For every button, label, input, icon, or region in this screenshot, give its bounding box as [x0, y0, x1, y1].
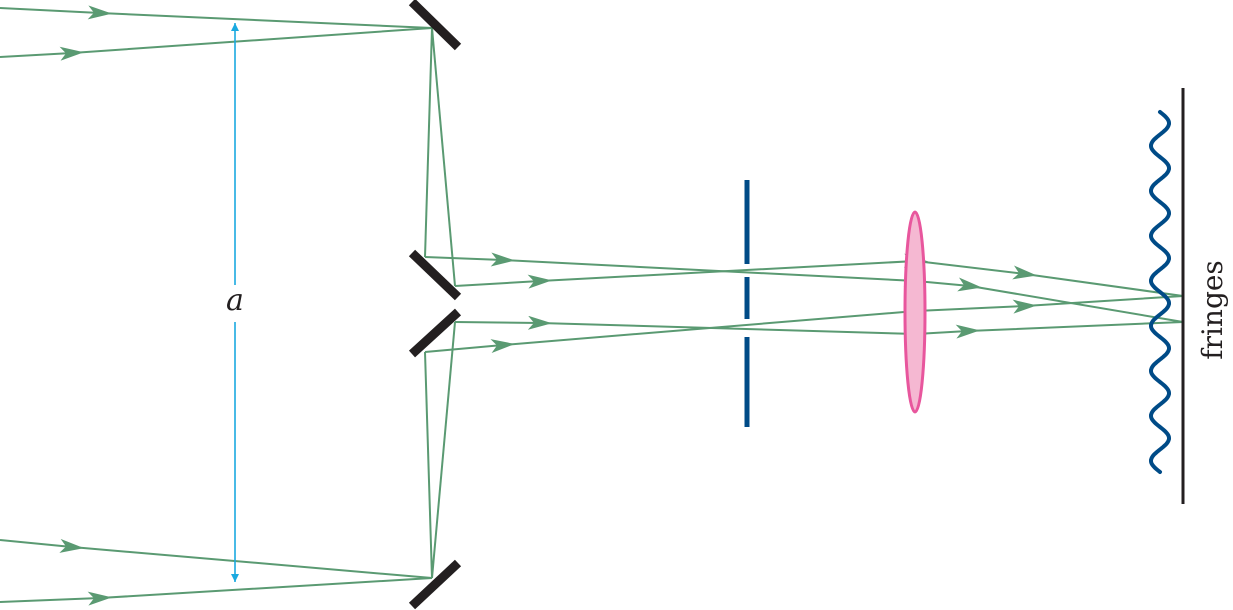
mirror-bottom-outer: [408, 559, 462, 610]
mirrors: [408, 0, 462, 610]
ray-top-1: [0, 5, 433, 29]
baseline-label: a: [226, 283, 244, 318]
ray-bottom-1: [0, 538, 433, 579]
mirror-top-outer: [408, 0, 462, 51]
ray-fold-top-b: [431, 27, 456, 287]
mirror-upper-inner: [408, 249, 462, 301]
ray-fold-bottom-a: [424, 351, 433, 579]
ray-fold-bottom-b: [431, 321, 456, 579]
ray-inner-3: [454, 315, 1184, 342]
ray-fold-top-a: [424, 27, 433, 258]
mirror-lower-inner: [408, 308, 462, 358]
ray-inner-4: [424, 295, 1184, 354]
ray-top-2: [0, 27, 433, 61]
fringe-wave: [1149, 110, 1171, 474]
fringes-label: fringes: [1196, 260, 1229, 360]
ray-bottom-2: [0, 577, 433, 606]
light-rays: [0, 5, 1184, 606]
ray-inner-2: [454, 253, 1184, 297]
lens: [903, 210, 927, 414]
